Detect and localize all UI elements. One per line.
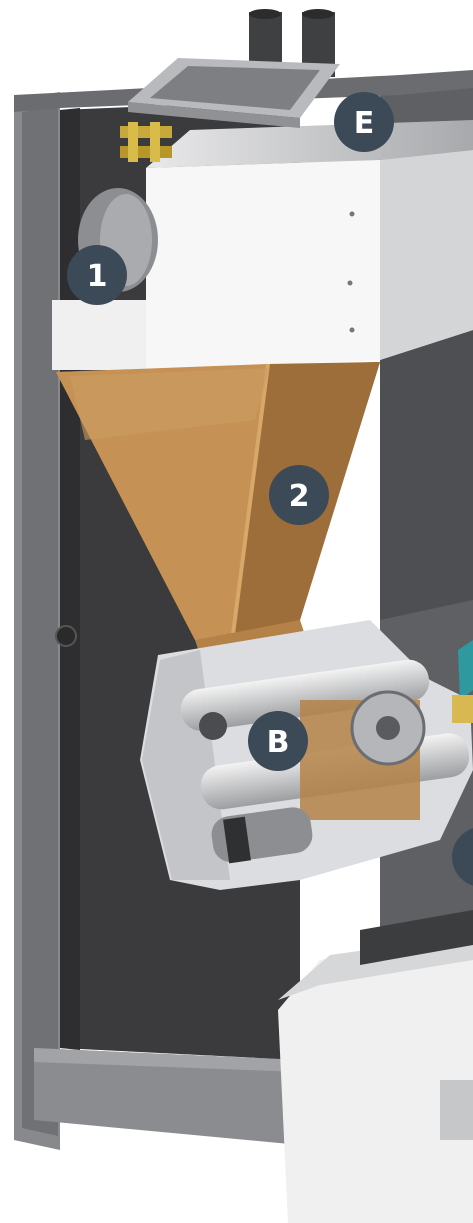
control-panel (120, 9, 340, 162)
marker-B: B (248, 711, 308, 771)
marker-2-label: 2 (289, 479, 310, 514)
auger-mechanism (140, 620, 473, 890)
cabinet-frame (14, 70, 473, 1150)
marker-partial (452, 828, 473, 886)
marker-E: E (334, 92, 394, 152)
marker-1: 1 (67, 245, 127, 305)
marker-B-label: B (267, 725, 290, 760)
marker-2: 2 (269, 465, 329, 525)
cabinet-back-panel (300, 605, 380, 950)
ash-box (278, 910, 473, 1223)
marker-E-label: E (354, 106, 375, 141)
marker-1-label: 1 (87, 259, 108, 294)
